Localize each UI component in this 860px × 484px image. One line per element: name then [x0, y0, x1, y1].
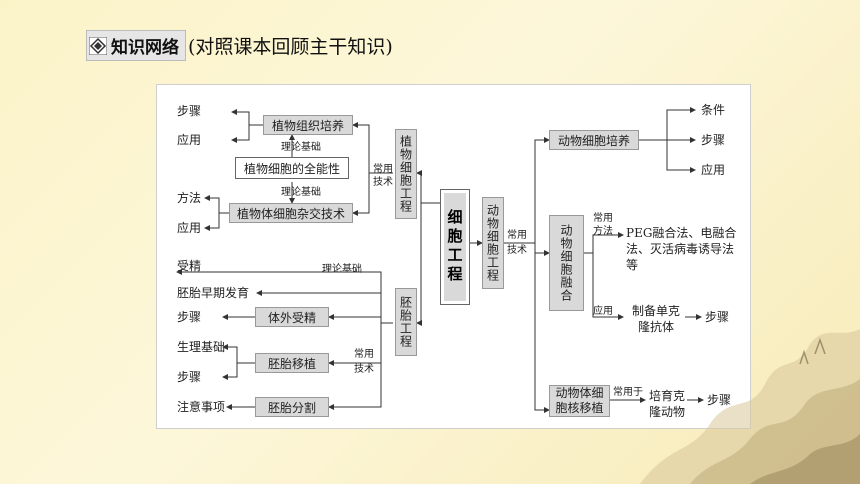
node-plant-hybridization: 植物体细胞杂交技术: [229, 203, 353, 223]
node-totipotency: 植物细胞的全能性: [235, 157, 349, 179]
node-animal-engineering: 动物细胞工程: [482, 197, 504, 289]
label-theory-basis: 理论基础: [281, 187, 321, 198]
section-header: 知识网络 (对照课本回顾主干知识): [86, 30, 393, 61]
label-application: 应用: [177, 133, 202, 147]
node-embryo-engineering: 胚胎工程: [395, 288, 417, 356]
concept-map: 步骤 应用 方法 应用 植物组织培养 理论基础 植物细胞的全能性 理论基础 植物…: [156, 84, 751, 429]
header-tag: 知识网络: [86, 30, 186, 61]
label-used-for: 常用于: [613, 387, 643, 398]
center-label: 细胞工程: [444, 193, 466, 301]
label-clone-animal: 培育克隆动物: [648, 389, 685, 420]
node-ivf: 体外受精: [255, 307, 329, 327]
label-mab-steps: 步骤: [705, 310, 730, 324]
node-cell-engineering: 细胞工程: [440, 189, 470, 305]
node-animal-cell-culture: 动物细胞培养: [549, 130, 639, 150]
header-subtitle: (对照课本回顾主干知识): [188, 36, 393, 58]
label-steps: 步骤: [177, 310, 202, 324]
label-method: 方法: [177, 191, 202, 205]
label-application: 应用: [701, 163, 726, 177]
label-early-development: 胚胎早期发育: [177, 286, 250, 300]
label-common-tech: 常用技术: [373, 164, 393, 188]
node-embryo-splitting: 胚胎分割: [255, 397, 329, 417]
node-nuclear-transfer: 动物体细胞核移植: [549, 385, 610, 417]
label-steps: 步骤: [701, 133, 726, 147]
node-plant-engineering: 植物细胞工程: [395, 129, 417, 219]
label-common-tech: 常用技术: [354, 349, 374, 375]
label-common-tech: 常用技术: [507, 230, 527, 256]
label-application: 应用: [177, 221, 202, 235]
label-notes: 注意事项: [177, 400, 226, 414]
node-animal-cell-fusion: 动物细胞融合: [549, 215, 584, 311]
label-fusion-methods: PEG融合法、电融合法、灭活病毒诱导法等: [626, 226, 737, 273]
label-monoclonal-antibody: 制备单克隆抗体: [631, 304, 680, 335]
label-steps: 步骤: [177, 104, 202, 118]
label-fusion-application: 应用: [593, 306, 613, 317]
landscape-decoration: [640, 329, 860, 484]
connector-lines: [176, 107, 704, 413]
diamond-icon: [89, 36, 107, 55]
header-tag-label: 知识网络: [111, 38, 179, 58]
label-theory-basis: 理论基础: [281, 142, 321, 153]
label-clone-steps: 步骤: [707, 393, 732, 407]
label-common-method: 常用方法: [593, 213, 613, 237]
node-embryo-transfer: 胚胎移植: [255, 353, 329, 373]
label-theory-basis: 理论基础: [322, 264, 362, 275]
label-physio-basis: 生理基础: [177, 340, 226, 354]
label-conditions: 条件: [701, 103, 726, 117]
node-plant-tissue-culture: 植物组织培养: [263, 115, 353, 135]
label-steps: 步骤: [177, 370, 202, 384]
label-fertilization: 受精: [177, 259, 202, 273]
